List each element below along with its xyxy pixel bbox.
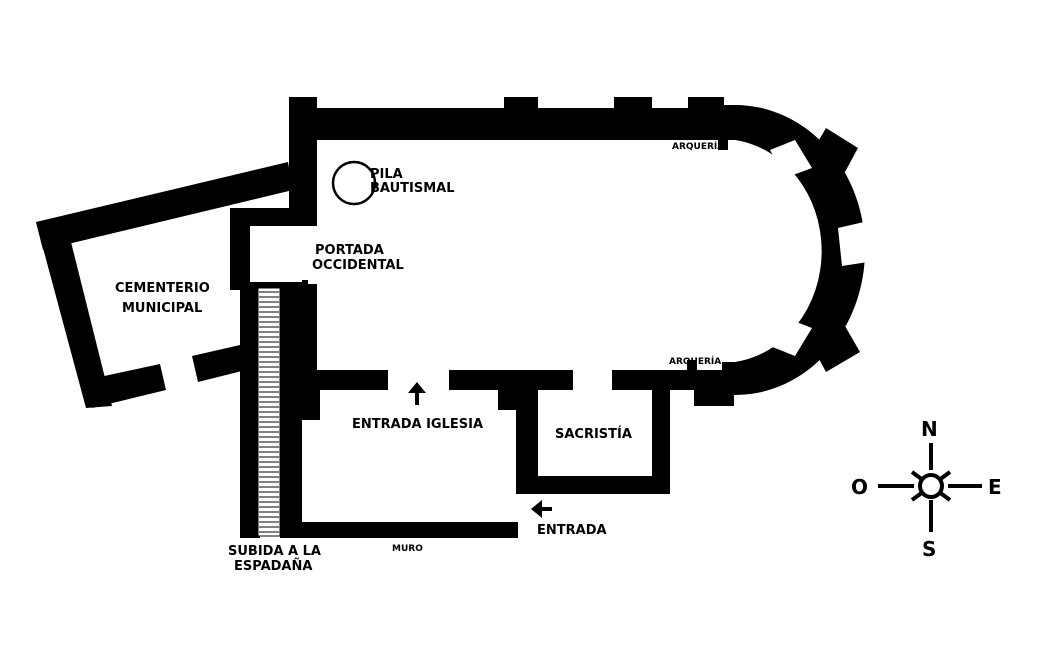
compass-west: O <box>851 475 868 499</box>
arrow-up-icon <box>408 382 426 405</box>
label-cementerio-1: CEMENTERIO <box>115 281 210 296</box>
portada-opening <box>250 226 302 282</box>
label-muro: MURO <box>392 544 423 554</box>
plan-labels: PILA BAUTISMAL PORTADA OCCIDENTAL CEMENT… <box>115 140 724 574</box>
label-portada-1: PORTADA <box>315 243 384 258</box>
label-pila-2: BAUTISMAL <box>370 181 454 196</box>
label-sacristia: SACRISTÍA <box>555 426 632 442</box>
compass-south: S <box>922 537 936 561</box>
label-cementerio-2: MUNICIPAL <box>122 301 202 316</box>
sacristia-walls <box>498 370 670 494</box>
nave-walls <box>289 97 735 390</box>
compass-north: N <box>921 417 938 441</box>
compass-east: E <box>988 475 1002 499</box>
label-arqueria-south: ARQUERÍA <box>669 355 721 367</box>
label-entrada-iglesia: ENTRADA IGLESIA <box>352 417 483 432</box>
pila-bautismal-circle <box>331 160 377 206</box>
cementerio-walls <box>36 162 293 408</box>
arrow-left-icon <box>531 500 552 518</box>
apse <box>694 105 868 406</box>
label-pila-1: PILA <box>370 167 403 182</box>
label-subida-2: ESPADAÑA <box>234 558 312 574</box>
label-subida-1: SUBIDA A LA <box>228 544 321 559</box>
portada-occidental-walls <box>230 208 308 290</box>
label-portada-2: OCCIDENTAL <box>312 258 404 273</box>
label-entrada: ENTRADA <box>537 523 607 538</box>
label-arqueria-north: ARQUERÍA <box>672 140 724 152</box>
courtyard-walls <box>288 390 518 538</box>
compass-rose-icon: N S E O <box>851 417 1002 561</box>
